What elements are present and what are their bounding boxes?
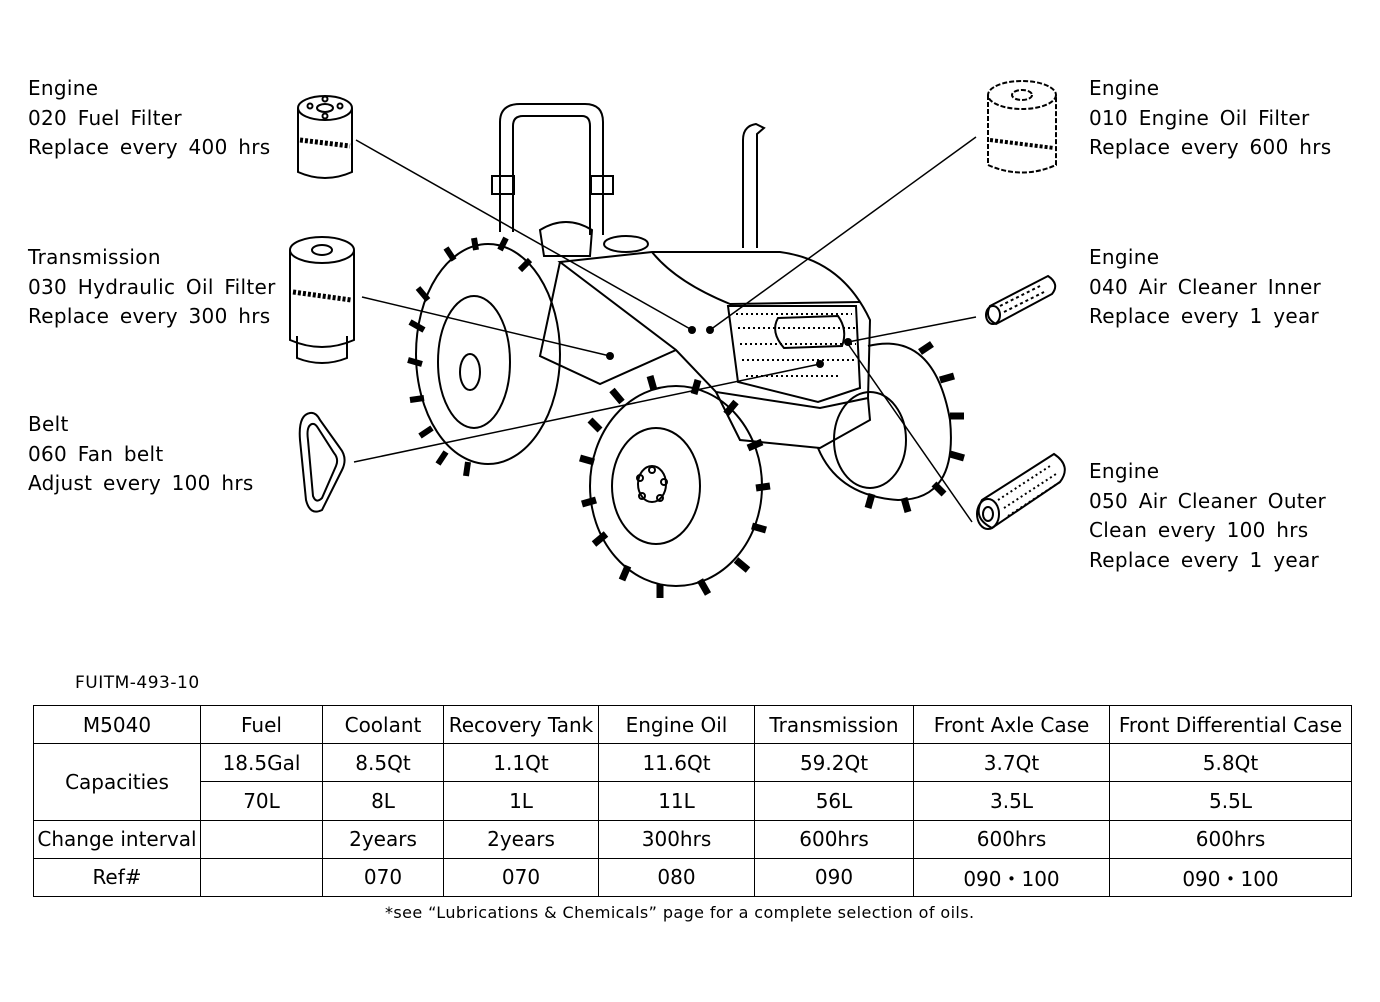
callout-part: 050 Air Cleaner Outer [1089,488,1327,513]
callout-category: Engine [28,76,99,100]
header-cell: Fuel [200,704,323,745]
table-cell: 3.7Qt [913,743,1110,783]
table-cell: 080 [598,857,755,898]
table-cell: 56L [754,781,914,821]
header-cell: Transmission [754,704,914,745]
tractor-illustration [407,103,965,598]
model-cell: M5040 [33,704,201,745]
callout-part: 020 Fuel Filter [28,105,182,130]
table-cell: 600hrs [1109,819,1352,859]
table-cell: 1L [443,781,599,821]
table-header-row: M5040 Fuel Coolant Recovery Tank Engine … [33,704,1352,745]
table-cell: 300hrs [598,819,755,859]
footnote: *see “Lubrications & Chemicals” page for… [385,903,975,922]
header-cell: Front Axle Case [913,704,1110,745]
table-cell: 2years [322,819,444,859]
table-cell: 3.5L [913,781,1110,821]
callout-action-2: Replace every 1 year [1089,547,1320,572]
callout-action: Adjust every 100 hrs [28,471,254,495]
table-cell: 2years [443,819,599,859]
table-cell [200,819,323,859]
figure-code: FUITM-493-10 [75,673,200,693]
callout-action: Replace every 600 hrs [1089,135,1332,159]
leader-lines [353,136,977,523]
callout-part: 030 Hydraulic Oil Filter [28,274,276,299]
header-cell: Recovery Tank [443,704,599,745]
fan-belt-illustration [298,411,346,513]
table-cell [200,857,323,898]
callout-part: 040 Air Cleaner Inner [1089,274,1322,299]
callout-part: 010 Engine Oil Filter [1089,105,1310,130]
callout-action: Clean every 100 hrs [1089,518,1309,542]
table-cell: 090・100 [913,857,1110,898]
row-label: Capacities [33,743,201,821]
table-row: 70L 8L 1L 11L 56L 3.5L 5.5L [34,781,1352,821]
table-cell: 090・100 [1109,857,1352,898]
callout-category: Engine [1089,459,1160,483]
table-cell: 600hrs [754,819,914,859]
row-label: Ref# [33,857,201,898]
oil-filter-illustration [987,80,1057,174]
callout-part: 060 Fan belt [28,441,164,466]
table-cell: 5.8Qt [1109,743,1352,783]
table-cell: 70L [200,781,323,821]
table-cell: 18.5Gal [200,743,323,783]
row-label: Change interval [33,819,201,859]
table-cell: 600hrs [913,819,1110,859]
header-cell: Front Differential Case [1109,704,1352,745]
fuel-filter-illustration [297,95,353,179]
table-row: Change interval 2years 2years 300hrs 600… [33,819,1352,859]
callout-action: Replace every 400 hrs [28,135,271,159]
callout-air-cleaner-inner: Engine 040 Air Cleaner Inner Replace eve… [1089,243,1321,332]
callout-category: Engine [1089,245,1160,269]
table-cell: 8.5Qt [322,743,444,783]
callout-hydraulic-filter: Transmission 030 Hydraulic Oil Filter Re… [28,243,276,332]
table-row: Capacities 18.5Gal 8.5Qt 1.1Qt 11.6Qt 59… [33,743,1352,821]
callout-fan-belt: Belt 060 Fan belt Adjust every 100 hrs [28,410,254,499]
table-cell: 8L [322,781,444,821]
header-cell: Engine Oil [598,704,755,745]
callout-air-cleaner-outer: Engine 050 Air Cleaner Outer Clean every… [1089,457,1326,575]
header-cell: Coolant [322,704,444,745]
air-cleaner-inner-illustration [985,274,1057,326]
air-cleaner-outer-illustration [976,452,1066,530]
capacities-table: M5040 Fuel Coolant Recovery Tank Engine … [33,704,1352,898]
table-cell: 5.5L [1109,781,1352,821]
callout-action: Replace every 300 hrs [28,304,271,328]
table-cell: 11L [598,781,755,821]
callout-fuel-filter: Engine 020 Fuel Filter Replace every 400… [28,74,270,163]
table-row: Ref# 070 070 080 090 090・100 090・100 [33,857,1352,898]
table-cell: 090 [754,857,914,898]
table-cell: 1.1Qt [443,743,599,783]
table-cell: 11.6Qt [598,743,755,783]
table-cell: 070 [322,857,444,898]
tractor-parts-diagram [289,80,1066,598]
table-cell: 59.2Qt [754,743,914,783]
callout-action: Replace every 1 year [1089,304,1320,328]
callout-category: Belt [28,412,69,436]
callout-category: Transmission [28,245,161,269]
callout-oil-filter: Engine 010 Engine Oil Filter Replace eve… [1089,74,1331,163]
callout-category: Engine [1089,76,1160,100]
hydraulic-filter-illustration [289,236,355,364]
table-cell: 070 [443,857,599,898]
